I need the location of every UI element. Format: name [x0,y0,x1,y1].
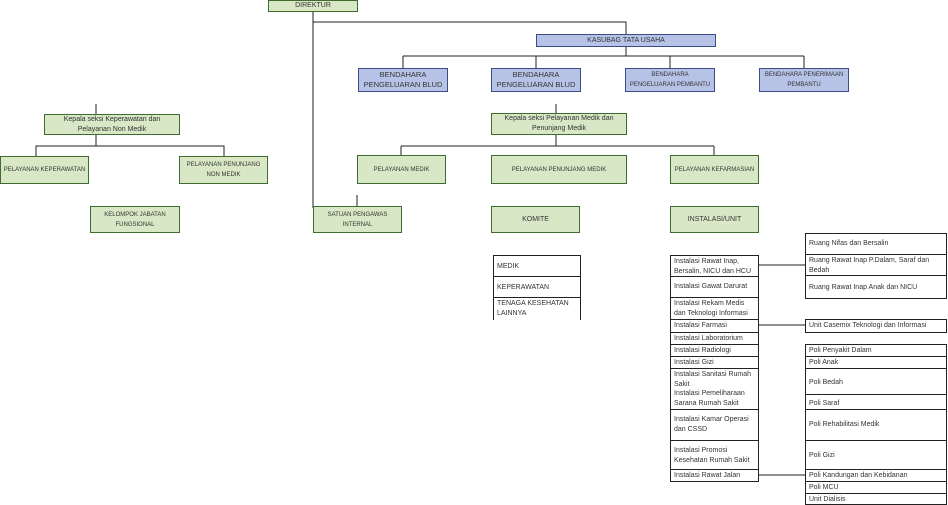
poli-item-label: Poli Anak [809,359,839,366]
instalasi-item: Instalasi Radiologi [670,344,759,356]
komite-item: TENAGA KESEHATAN LAINNYA [493,297,581,320]
instalasi-item: Instalasi Rawat Jalan [670,469,759,482]
poli-item: Poli Kandungan dan Kebidanan [805,469,947,481]
instalasi-item: Instalasi Kamar Operasi dan CSSD [670,409,759,440]
box-pelayanan-medik: PELAYANAN MEDIK [357,155,446,184]
box-bendahara-4: BENDAHARA PENERIMAAN PEMBANTU [759,68,849,92]
poli-item: Poli Bedah [805,368,947,394]
poli-item: Poli Penyakit Dalam [805,344,947,356]
ruang-item: Ruang Nifas dan Bersalin [805,233,947,254]
box-kasi-keperawatan: Kepala seksi Keperawatan dan Pelayanan N… [44,114,180,135]
instalasi-item-label: Instalasi Radiologi [674,347,731,354]
poli-item-label: Poli Saraf [809,400,840,407]
poli-item-label: Poli Rehabilitasi Medik [809,421,880,428]
instalasi-item-label: Instalasi Gizi [674,359,714,366]
ruang-item-label: Ruang Rawat Inap Anak dan NICU [809,284,918,291]
instalasi-item-label: Instalasi Rawat Jalan [674,472,741,479]
pelayanan-keperawatan-label: PELAYANAN KEPERAWATAN [3,167,86,173]
komite-item-keperawatan: KEPERAWATAN [497,284,550,291]
bendahara-1-label: BENDAHARA PENGELUARAN BLUD [363,70,443,89]
box-direktur: DIREKTUR [268,0,358,12]
box-instalasi: INSTALASI/UNIT [670,206,759,233]
box-kelompok-jabatan: KELOMPOK JABATAN FUNGSIONAL [90,206,180,233]
line-kasi-kep-right [96,145,225,156]
pelayanan-kefarmasian-label: PELAYANAN KEFARMASIAN [674,166,755,173]
instalasi-item-label: Instalasi Pemeliharaan Sarana Rumah Saki… [674,390,745,407]
ruang-item: Ruang Rawat Inap Anak dan NICU [805,275,947,299]
box-komite: KOMITE [491,206,580,233]
pelayanan-penunjang-medik-label: PELAYANAN PENUNJANG MEDIK [511,166,607,173]
pelayanan-medik-label: PELAYANAN MEDIK [373,166,430,173]
poli-item: Poli MCU [805,481,947,493]
instalasi-item-label: Instalasi Farmasi [674,322,727,329]
instalasi-item: Instalasi Farmasi [670,319,759,332]
poli-item: Poli Anak [805,356,947,368]
bendahara-3-label: BENDAHARA PENGELUARAN PEMBANTU [629,72,711,88]
poli-item: Unit Dialisis [805,493,947,505]
instalasi-item-label: Instalasi Kamar Operasi dan CSSD [674,416,749,433]
komite-item-tenaga: TENAGA KESEHATAN LAINNYA [497,300,569,317]
komite-label: KOMITE [522,215,549,223]
direktur-label: DIREKTUR [295,2,331,9]
ruang-item-label: Ruang Nifas dan Bersalin [809,240,889,247]
instalasi-item-label: Instalasi Gawat Darurat [674,283,748,290]
unit-casemix: Unit Casemix Teknologi dan Informasi [805,319,947,333]
instalasi-item: Instalasi Pemeliharaan Sarana Rumah Saki… [670,388,759,409]
instalasi-item: Instalasi Laboratorium [670,332,759,344]
instalasi-item: Instalasi Rawat Inap, Bersalin, NICU dan… [670,255,759,276]
instalasi-item: Instalasi Promosi Kesehatan Rumah Sakit [670,440,759,469]
box-bendahara-2: BENDAHARA PENGELUARAN BLUD [491,68,581,92]
line-kasi-kep-down [35,135,97,156]
ruang-item-label: Ruang Rawat Inap P.Dalam, Saraf dan Beda… [809,257,930,274]
komite-item: MEDIK [493,255,581,276]
kasubag-label: KASUBAG TATA USAHA [587,36,665,44]
pelayanan-penunjang-nonmedik-label: PELAYANAN PENUNJANG NON MEDIK [186,162,261,178]
instalasi-item-label: Instalasi Promosi Kesehatan Rumah Sakit [674,447,750,464]
bendahara-2-label: BENDAHARA PENGELUARAN BLUD [496,70,576,89]
instalasi-item-label: Instalasi Rekam Medis dan Teknologi Info… [674,300,748,317]
instalasi-label: INSTALASI/UNIT [687,215,742,223]
kasi-keperawatan-label: Kepala seksi Keperawatan dan Pelayanan N… [63,115,161,133]
line-direktur-kasubag [313,21,627,35]
box-pelayanan-kefarmasian: PELAYANAN KEFARMASIAN [670,155,759,184]
poli-item: Poli Rehabilitasi Medik [805,409,947,440]
instalasi-item-label: Instalasi Laboratorium [674,335,743,342]
box-kasi-medik: Kepala seksi Pelayanan Medik dan Penunja… [491,113,627,135]
bendahara-4-label: BENDAHARA PENERIMAAN PEMBANTU [764,72,844,88]
box-bendahara-1: BENDAHARA PENGELUARAN BLUD [358,68,448,92]
instalasi-item: Instalasi Rekam Medis dan Teknologi Info… [670,297,759,319]
poli-item-label: Poli Kandungan dan Kebidanan [809,472,908,479]
unit-casemix-label: Unit Casemix Teknologi dan Informasi [809,322,927,329]
instalasi-item: Instalasi Gawat Darurat [670,276,759,297]
box-bendahara-3: BENDAHARA PENGELUARAN PEMBANTU [625,68,715,92]
kasi-medik-label: Kepala seksi Pelayanan Medik dan Penunja… [504,115,614,132]
instalasi-item: Instalasi Sanitasi Rumah Sakit [670,368,759,388]
ruang-item: Ruang Rawat Inap P.Dalam, Saraf dan Beda… [805,254,947,275]
box-kasubag: KASUBAG TATA USAHA [536,34,716,47]
poli-item-label: Poli Bedah [809,379,843,386]
poli-item-label: Unit Dialisis [809,496,846,503]
box-satuan-pengawas: SATUAN PENGAWAS INTERNAL [313,206,402,233]
kelompok-jabatan-label: KELOMPOK JABATAN FUNGSIONAL [104,211,166,228]
komite-item: KEPERAWATAN [493,276,581,297]
box-pelayanan-penunjang-medik: PELAYANAN PENUNJANG MEDIK [491,155,627,184]
satuan-pengawas-label: SATUAN PENGAWAS INTERNAL [327,211,388,228]
instalasi-item-label: Instalasi Sanitasi Rumah Sakit [674,371,752,388]
poli-item-label: Poli Gizi [809,452,835,459]
box-pelayanan-penunjang-nonmedik: PELAYANAN PENUNJANG NON MEDIK [179,156,268,184]
instalasi-item: Instalasi Gizi [670,356,759,368]
instalasi-item-label: Instalasi Rawat Inap, Bersalin, NICU dan… [674,258,752,275]
poli-item: Poli Saraf [805,394,947,409]
poli-item-label: Poli MCU [809,484,839,491]
poli-item: Poli Gizi [805,440,947,469]
komite-item-medik: MEDIK [497,263,520,270]
poli-item-label: Poli Penyakit Dalam [809,347,872,354]
box-pelayanan-keperawatan: PELAYANAN KEPERAWATAN [0,156,89,184]
